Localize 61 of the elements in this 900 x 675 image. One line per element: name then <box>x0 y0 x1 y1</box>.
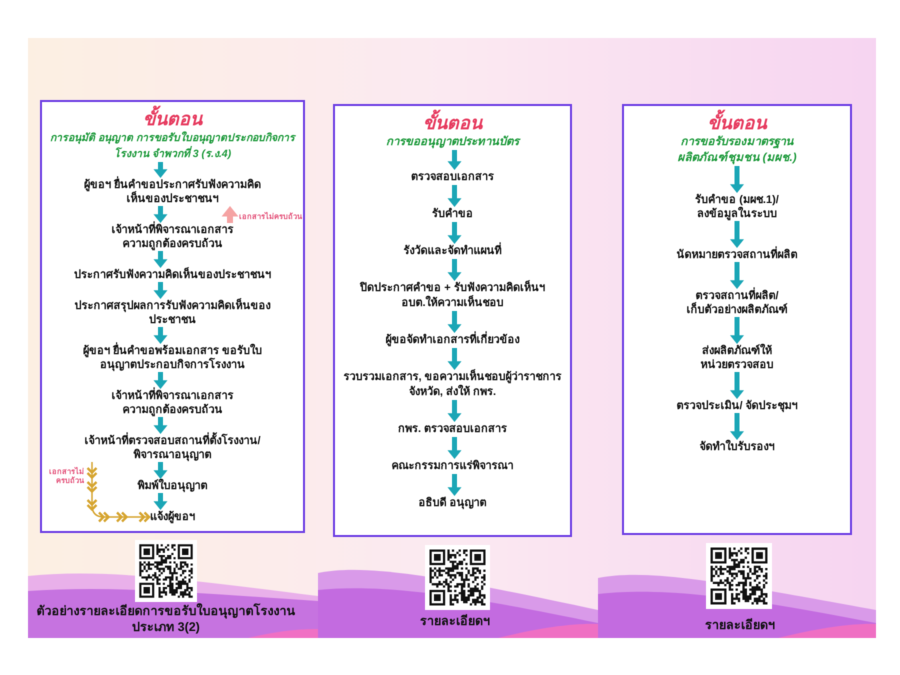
step-text: คณะกรรมการแร่พิจารณา <box>392 459 514 474</box>
flow-arrow <box>154 282 168 299</box>
flow-arrow <box>730 413 744 440</box>
panel-subtitle: การขอรับรองมาตรฐานผลิตภัณฑ์ชุมชน (มผช.) <box>676 134 798 166</box>
step-text: ส่งผลิตภัณฑ์ให้หน่วยตรวจสอบ <box>690 344 784 372</box>
flow-arrow <box>154 251 168 268</box>
step-text: รังวัดและจัดทำแผนที่ <box>404 244 502 259</box>
step-text: เจ้าหน้าที่พิจารณาเอกสารความถูกต้องครบถ้วน <box>105 389 240 417</box>
step-text: อธิบดี อนุญาต <box>418 496 487 511</box>
panel-subtitle: การขออนุญาตประทานบัตร <box>386 134 519 150</box>
flow-arrow <box>154 327 168 344</box>
process-panel <box>333 104 572 537</box>
flow-arrow <box>448 311 462 333</box>
step-text: ประกาศสรุปผลการรับฟังความคิดเห็นของประชาชน <box>72 299 272 327</box>
flow-arrow <box>448 437 462 459</box>
step-text: พิมพ์ใบอนุญาต <box>138 479 208 493</box>
flow-arrow <box>730 317 744 344</box>
flow-arrow <box>154 493 168 510</box>
step-text: ปิดประกาศคำขอ + รับฟังความคิดเห็นฯ อบต.ให้ความเห็นชอบ <box>355 281 550 311</box>
step-text: เจ้าหน้าที่ตรวจสอบสถานที่ตั้งโรงงาน/ พิจารณาอนุญาต <box>80 434 265 462</box>
step-text: กพร. ตรวจสอบเอกสาร <box>398 422 508 437</box>
flow-arrow <box>154 462 168 479</box>
step-text: เจ้าหน้าที่พิจารณาเอกสารความถูกต้องครบถ้วน <box>105 223 240 251</box>
step-text: รับคำขอ (มผช.1)/ ลงข้อมูลในระบบ <box>690 193 784 221</box>
flow-arrow <box>154 206 168 223</box>
panel-heading: ขั้นตอน <box>708 112 766 134</box>
step-text: นัดหมายตรวจสถานที่ผลิต <box>676 248 798 262</box>
panel-heading: ขั้นตอน <box>423 112 482 134</box>
step-text: แจ้งผู้ขอฯ <box>150 510 195 524</box>
process-panel <box>622 104 852 535</box>
flow-arrow <box>448 474 462 496</box>
flow-arrow <box>448 400 462 422</box>
flow-arrow <box>730 372 744 399</box>
qr-caption: รายละเอียดฯ <box>704 617 776 633</box>
step-text: ประกาศรับฟังความคิดเห็นของประชาชนฯ <box>74 268 271 282</box>
step-text: ผู้ขอจัดทำเอกสารที่เกี่ยวข้อง <box>386 333 520 348</box>
flow-arrow <box>448 150 462 170</box>
flow-arrow <box>448 185 462 207</box>
flow-arrow <box>448 348 462 370</box>
flow-arrow <box>154 417 168 434</box>
panel-subtitle: การอนุมัติ อนุญาต การขอรับใบอนุญาตประกอบกิจการโรงงาน จำพวกที่ 3 (ร.ง.4) <box>49 130 297 162</box>
flow-arrow <box>730 166 744 193</box>
process-panel <box>40 100 305 533</box>
return-arrow <box>222 206 238 223</box>
qr-caption: ตัวอย่างรายละเอียดการขอรับใบอนุญาตโรงงาน ประเภท 3(2) <box>36 603 296 635</box>
flow-arrow <box>448 259 462 281</box>
flow-arrow <box>154 162 168 178</box>
flow-arrow <box>730 262 744 289</box>
step-text: ผู้ขอฯ ยื่นคำขอประกาศรับฟังความคิดเห็นของประชาชนฯ <box>80 178 265 206</box>
flow-arrow <box>730 221 744 248</box>
panel-heading: ขั้นตอน <box>143 108 202 130</box>
step-text: รวบรวมเอกสาร, ขอความเห็นชอบผู้ว่าราชการจังหวัด, ส่งให้ กพร. <box>342 370 564 400</box>
step-text: รับคำขอ <box>432 207 473 222</box>
step-text: ตรวจประเมิน/ จัดประชุมฯ <box>676 399 798 413</box>
step-text: จัดทำใบรับรองฯ <box>700 440 774 454</box>
step-text: ตรวจสอบเอกสาร <box>411 170 494 185</box>
step-text: ตรวจสถานที่ผลิต/ เก็บตัวอย่างผลิตภัณฑ์ <box>686 289 788 317</box>
flow-arrow <box>448 222 462 244</box>
flow-arrow <box>154 372 168 389</box>
step-text: ผู้ขอฯ ยื่นคำขอพร้อมเอกสาร ขอรับใบอนุญาตประกอบกิจการโรงงาน <box>78 344 266 372</box>
qr-caption: รายละเอียดฯ <box>419 613 491 629</box>
